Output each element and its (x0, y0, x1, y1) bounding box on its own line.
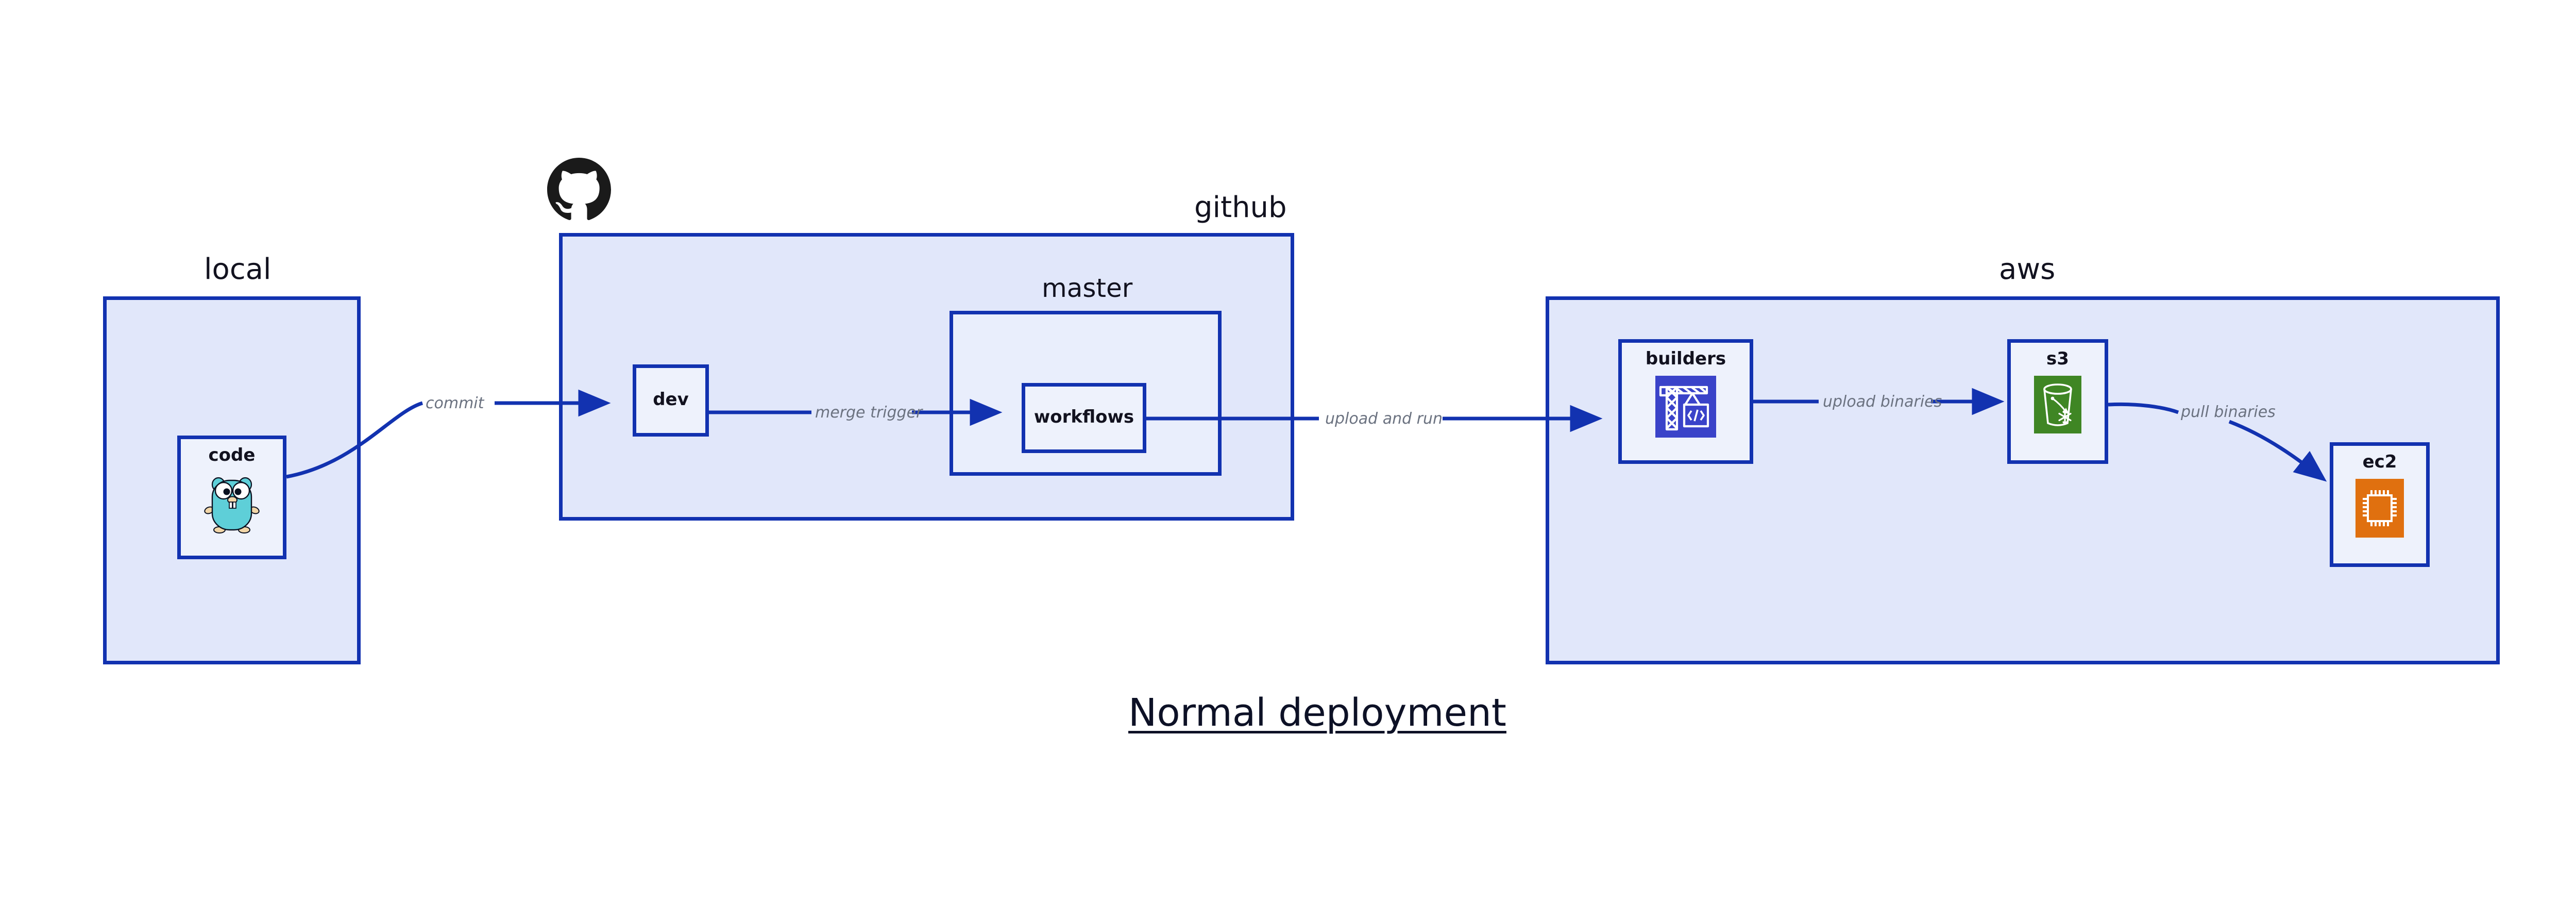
edge-label-upload-and-run: upload and run (1325, 410, 1443, 428)
group-label-github: github (1194, 191, 1287, 224)
node-ec2[interactable]: ec2 (2330, 442, 2430, 567)
page-title: Normal deployment (1128, 691, 1506, 735)
node-label-s3: s3 (2046, 348, 2069, 369)
node-code[interactable]: code (177, 436, 286, 559)
node-workflows[interactable]: workflows (1022, 383, 1146, 453)
node-builders[interactable]: builders (1618, 339, 1753, 464)
node-dev[interactable]: dev (633, 364, 709, 437)
node-label-dev: dev (653, 389, 689, 410)
node-s3[interactable]: s3 (2007, 339, 2108, 464)
go-gopher-icon (204, 472, 260, 536)
github-octocat-logo (547, 158, 611, 222)
aws-ec2-chip-icon (2355, 479, 2404, 538)
edge-label-upload-binaries: upload binaries (1823, 393, 1942, 411)
node-label-workflows: workflows (1033, 407, 1134, 427)
group-label-aws: aws (1999, 253, 2056, 286)
aws-builders-crane-icon (1655, 376, 1716, 438)
edge-label-commit: commit (426, 394, 484, 412)
node-label-builders: builders (1645, 348, 1726, 369)
group-label-master: master (1042, 273, 1133, 303)
aws-s3-glacier-bucket-icon (2034, 376, 2081, 433)
edge-label-merge-trigger: merge trigger (815, 404, 923, 422)
group-label-local: local (204, 253, 272, 286)
node-label-code: code (208, 445, 256, 465)
edge-label-pull-binaries: pull binaries (2181, 403, 2276, 421)
node-label-ec2: ec2 (2362, 452, 2397, 472)
